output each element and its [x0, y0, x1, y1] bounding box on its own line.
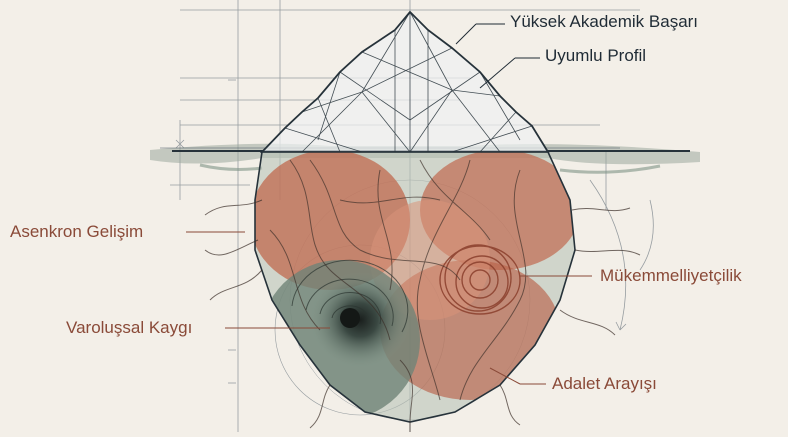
- leader-lines: [186, 23, 592, 385]
- iceberg-underwater: [254, 151, 576, 423]
- label-asenkron-gelisim: Asenkron Gelişim: [10, 222, 144, 241]
- iceberg-tip: [259, 10, 550, 153]
- label-mukemmelliyetcilik: Mükemmelliyetçilik: [600, 266, 742, 285]
- roots: [204, 199, 641, 432]
- label-yuksek-akademik-basari: Yüksek Akademik Başarı: [510, 12, 699, 31]
- label-varolussal-kaygi: Varoluşsal Kaygı: [66, 318, 193, 337]
- label-uyumlu-profil: Uyumlu Profil: [545, 46, 647, 65]
- label-adalet-arayisi: Adalet Arayışı: [552, 374, 657, 393]
